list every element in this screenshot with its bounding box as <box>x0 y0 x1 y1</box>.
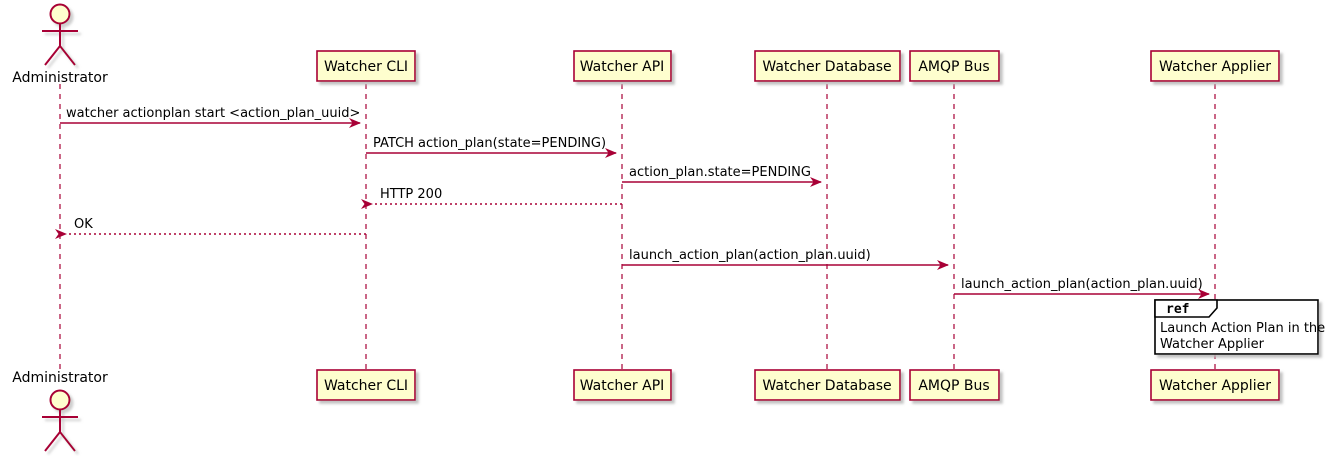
lifelines <box>59 84 1216 370</box>
actor-label-top: Administrator <box>12 70 108 86</box>
actor-label-bottom: Administrator <box>12 370 108 386</box>
participant-amqp-bus-top[interactable]: AMQP Bus <box>909 50 1000 82</box>
ref-fragment-launch-action-plan[interactable]: ref Launch Action Plan in the Watcher Ap… <box>1154 299 1325 355</box>
message-4-http-200[interactable]: HTTP 200 <box>361 187 622 209</box>
participant-label-top: Watcher API <box>580 59 665 75</box>
participant-box-bottom <box>316 369 416 401</box>
participant-watcher-cli-bottom[interactable]: Watcher CLI <box>316 369 416 401</box>
participant-box-top <box>754 50 901 82</box>
message-3-action-plan-state-pending[interactable]: action_plan.state=PENDING <box>622 165 822 187</box>
participant-watcher-cli-top[interactable]: Watcher CLI <box>316 50 416 82</box>
message-2-patch-action-plan[interactable]: PATCH action_plan(state=PENDING) <box>366 136 617 158</box>
actor-stick-figure-bottom <box>42 389 78 452</box>
message-label: watcher actionplan start <action_plan_uu… <box>66 106 360 121</box>
participant-watcher-database-top[interactable]: Watcher Database <box>754 50 901 82</box>
participant-box-bottom <box>909 369 1000 401</box>
participant-box-top <box>573 50 672 82</box>
participant-label-top: AMQP Bus <box>918 59 989 75</box>
participant-watcher-database-bottom[interactable]: Watcher Database <box>754 369 901 401</box>
participant-box-bottom <box>754 369 901 401</box>
participant-box-top <box>1150 50 1280 82</box>
message-1-actionplan-start[interactable]: watcher actionplan start <action_plan_uu… <box>60 106 361 128</box>
participant-label-bottom: AMQP Bus <box>918 378 989 394</box>
participant-label-top: Watcher Applier <box>1159 59 1271 75</box>
participant-watcher-applier-top[interactable]: Watcher Applier <box>1150 50 1280 82</box>
participant-box-bottom <box>573 369 672 401</box>
participant-label-bottom: Watcher CLI <box>324 378 408 394</box>
participant-box-top <box>316 50 416 82</box>
participant-label-top: Watcher Database <box>762 59 891 75</box>
participant-box-bottom <box>1150 369 1280 401</box>
participant-label-bottom: Watcher API <box>580 378 665 394</box>
message-7-launch-action-plan-applier[interactable]: launch_action_plan(action_plan.uuid) <box>954 277 1210 299</box>
participant-watcher-api-bottom[interactable]: Watcher API <box>573 369 672 401</box>
actor-stick-figure-top <box>42 3 78 66</box>
message-label: launch_action_plan(action_plan.uuid) <box>629 248 871 263</box>
participant-label-bottom: Watcher Applier <box>1159 378 1271 394</box>
message-5-ok[interactable]: OK <box>55 217 366 239</box>
ref-title-label: ref <box>1166 302 1189 317</box>
message-label: PATCH action_plan(state=PENDING) <box>373 136 606 151</box>
ref-body-line-2: Watcher Applier <box>1160 337 1265 352</box>
ref-tab <box>1154 299 1218 318</box>
actor-administrator-top[interactable]: Administrator <box>12 3 108 87</box>
message-label: action_plan.state=PENDING <box>629 165 811 180</box>
message-label: OK <box>74 217 93 232</box>
ref-body-line-1: Launch Action Plan in the <box>1160 321 1325 336</box>
actor-administrator-bottom[interactable]: Administrator <box>12 370 108 452</box>
message-label: launch_action_plan(action_plan.uuid) <box>961 277 1203 292</box>
participant-watcher-applier-bottom[interactable]: Watcher Applier <box>1150 369 1280 401</box>
participant-label-bottom: Watcher Database <box>762 378 891 394</box>
message-6-launch-action-plan-bus[interactable]: launch_action_plan(action_plan.uuid) <box>622 248 949 270</box>
participant-amqp-bus-bottom[interactable]: AMQP Bus <box>909 369 1000 401</box>
participant-box-top <box>909 50 1000 82</box>
participant-label-top: Watcher CLI <box>324 59 408 75</box>
participant-watcher-api-top[interactable]: Watcher API <box>573 50 672 82</box>
message-label: HTTP 200 <box>380 187 442 202</box>
